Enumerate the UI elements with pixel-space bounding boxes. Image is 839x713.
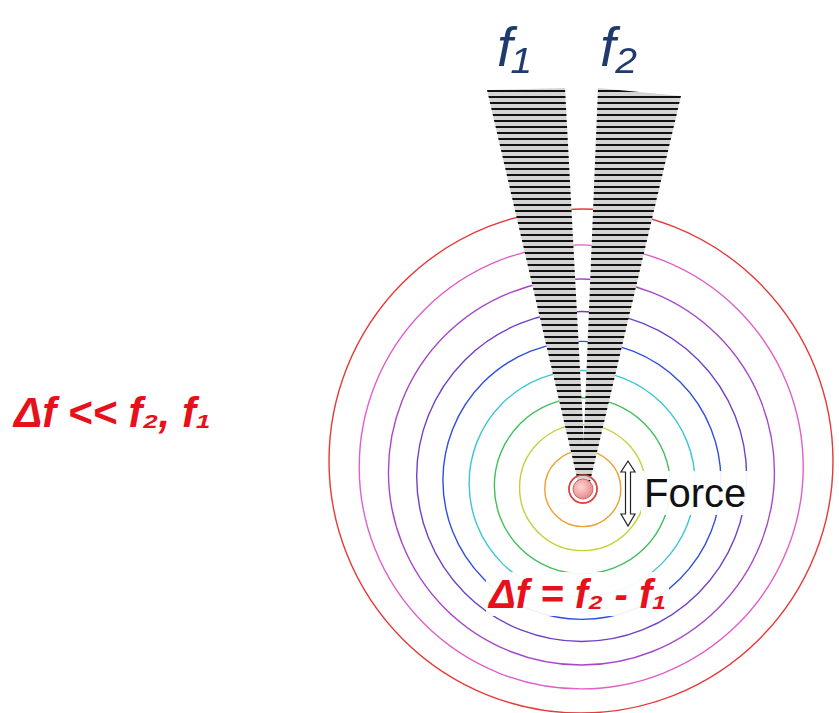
beam-f2 [582,88,681,482]
force-label: Force [641,471,749,515]
target-dot [573,479,593,499]
force-arrow [621,461,635,526]
frequency-label: f₁ [497,16,530,78]
difference-label: Δf = f₂ - f₁ [486,572,669,616]
inner-ring [569,475,597,503]
wave-ring [569,475,597,503]
beam-f1 [487,88,586,482]
condition-label: Δf << f₂, f₁ [14,390,211,436]
frequency-label: f₂ [600,16,637,78]
